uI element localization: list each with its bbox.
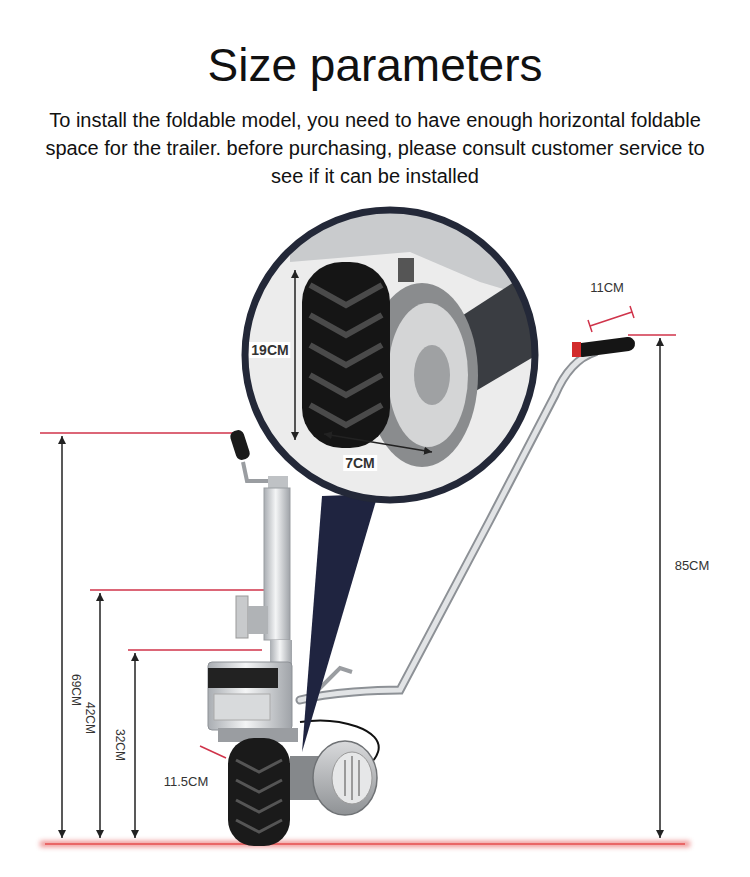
tow-handle [582,344,628,350]
dimension-line [294,270,296,440]
dimension-line [324,434,432,452]
reference-line [590,312,632,326]
zoom-pointer [302,494,378,752]
reference-line [630,306,634,318]
jockey-wheel [236,760,282,832]
jockey-wheel [313,741,377,815]
zoom-inset [245,210,545,500]
reference-line [200,746,226,758]
reference-line [628,334,676,336]
zoom-inset [245,210,535,500]
dimension-label: 69CM [69,672,83,708]
ground-line [40,841,690,847]
dimension-label: 7CM [343,455,377,471]
jack-post [236,596,248,638]
dimension-label: 11CM [588,280,626,295]
dimension-line [659,338,661,838]
dimension-line [61,436,63,838]
motor-housing [208,662,292,730]
dimension-line [134,653,136,838]
zoom-inset [414,345,450,405]
dimension-line [99,593,101,838]
jockey-wheel [228,738,290,846]
dimension-label: 42CM [83,700,97,736]
reference-line [588,320,592,332]
tow-handle [572,342,581,357]
jack-post [229,429,292,664]
jack-post [248,606,268,634]
dimension-label: 85CM [673,558,712,573]
zoom-pointer [302,494,378,752]
jockey-wheel [345,756,359,800]
motor-housing [208,662,298,742]
zoom-inset [388,303,468,447]
motor-housing [208,668,278,688]
ground-line [40,841,690,847]
jockey-wheel [228,738,377,846]
zoom-inset [310,285,382,425]
dimension-label: 19CM [249,342,290,358]
jockey-wheel [332,752,372,804]
jack-post [270,640,292,664]
motor-housing [214,694,270,720]
jack-post [229,429,252,462]
dimension-label: 11.5CM [162,774,211,789]
zoom-inset [245,210,545,500]
jack-post [243,462,272,481]
dimension-label: 32CM [113,727,127,763]
zoom-inset [302,262,390,448]
note-text: To install the foldable model, you need … [30,106,720,190]
ground-line [45,843,685,845]
reference-line [40,432,240,434]
zoom-inset [398,258,414,282]
title-text: Size parameters [208,42,543,88]
dimension-line [295,270,432,452]
reference-line [128,649,262,651]
reference-line [90,589,272,591]
